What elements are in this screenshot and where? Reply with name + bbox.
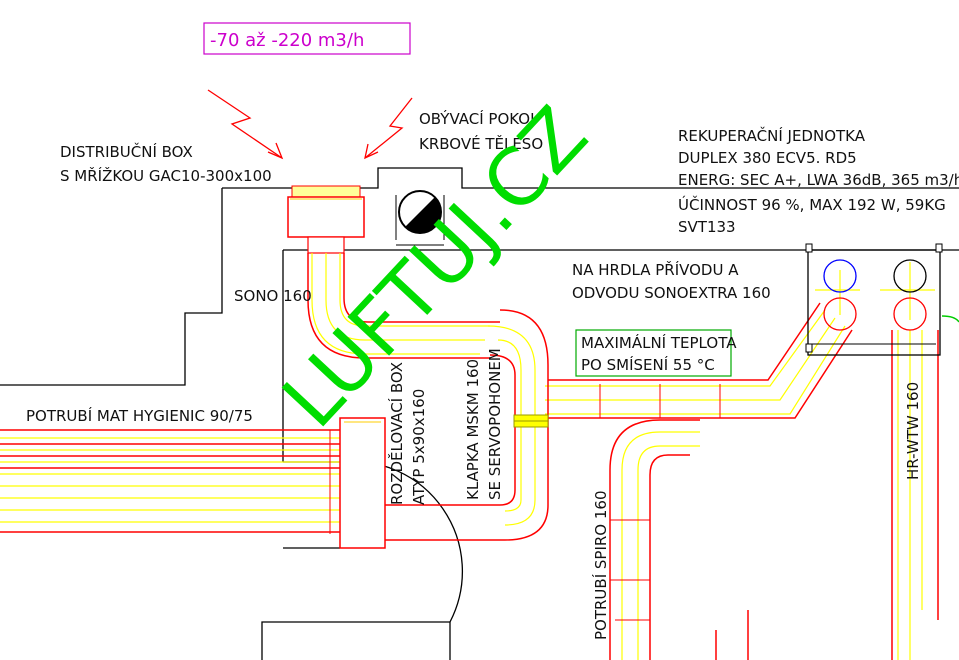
recovery-unit-line-4: ÚČINNOST 96 %, MAX 192 W, 59KG — [678, 195, 946, 214]
recovery-unit — [805, 243, 959, 356]
manifold-box — [339, 417, 386, 549]
labels: DISTRIBUČNÍ BOX S MŘÍŽKOU GAC10-300x100 … — [26, 109, 959, 640]
connection-label-1: NA HRDLA PŘÍVODU A — [572, 260, 739, 279]
fireplace-symbol — [395, 190, 445, 246]
flow-range-annotation: -70 až -220 m3/h — [203, 22, 411, 55]
recovery-unit-line-3: ENERG: SEC A+, LWA 36dB, 365 m3/h — [678, 171, 959, 189]
svg-text:-70 až -220 m3/h: -70 až -220 m3/h — [210, 30, 364, 51]
duct-network — [0, 253, 939, 660]
recovery-unit-line-2: DUPLEX 380 ECV5. RD5 — [678, 149, 857, 167]
max-temp-label-1: MAXIMÁLNÍ TEPLOTA — [581, 333, 737, 352]
distribution-box — [287, 185, 365, 254]
max-temp-box — [575, 329, 732, 377]
max-temp-label-2: PO SMÍSENÍ 55 °C — [581, 355, 715, 374]
manifold-box-label-2: ATYP 5x90x160 — [410, 389, 428, 505]
flow-arrows — [207, 89, 413, 160]
living-room-label-1: OBÝVACÍ POKOJ- — [419, 109, 539, 128]
hr-wtw-label: HR-WTW 160 — [904, 382, 922, 480]
hygienic-pipe-label: POTRUBÍ MAT HYGIENIC 90/75 — [26, 406, 253, 425]
damper-label-1: KLAPKA MSKM 160 — [464, 359, 482, 500]
manifold-box-label-1: ROZDĚLOVACÍ BOX — [387, 362, 406, 505]
damper-servo — [513, 414, 549, 428]
recovery-unit-line-1: REKUPERAČNÍ JEDNOTKA — [678, 126, 866, 145]
distribution-box-label-1: DISTRIBUČNÍ BOX — [60, 142, 193, 161]
connection-label-2: ODVODU SONOEXTRA 160 — [572, 284, 771, 302]
spiro-pipe-label: POTRUBÍ SPIRO 160 — [591, 490, 610, 640]
recovery-unit-line-5: SVT133 — [678, 218, 736, 236]
sono-label: SONO 160 — [234, 287, 312, 305]
damper-label-2: SE SERVOPOHONEM — [486, 348, 504, 500]
living-room-label-2: KRBOVÉ TĚLESO — [419, 134, 543, 153]
distribution-box-label-2: S MŘÍŽKOU GAC10-300x100 — [60, 166, 272, 185]
